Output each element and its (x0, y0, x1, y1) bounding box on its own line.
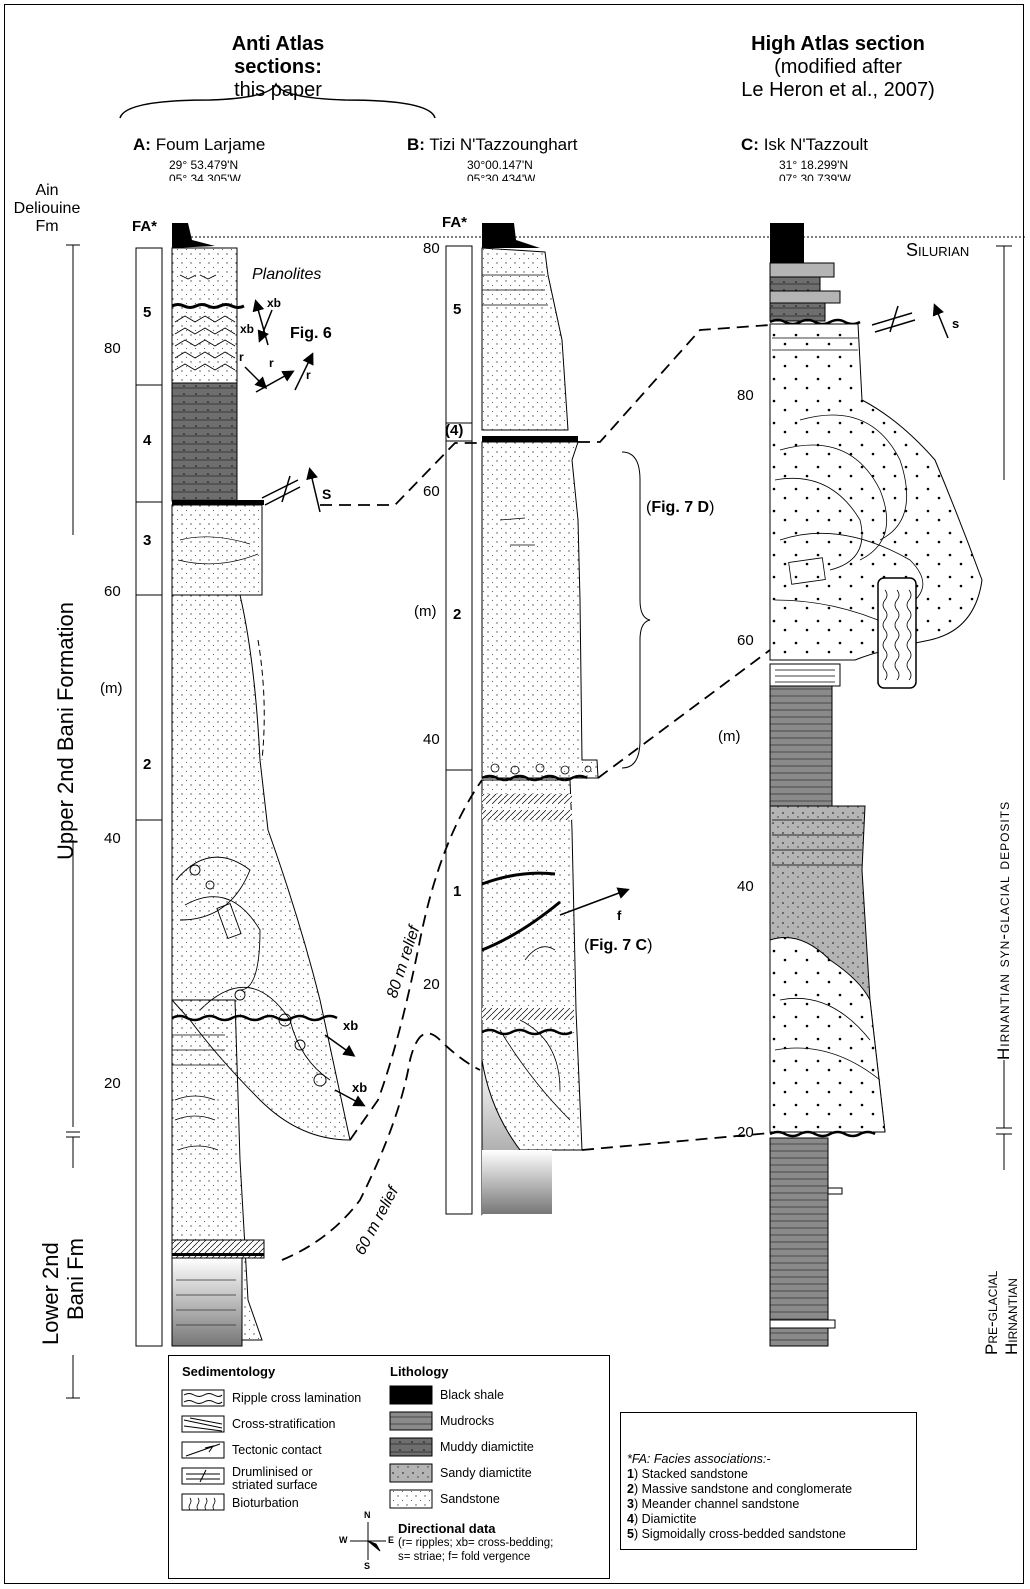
fig7d-label: (Fig. 7 D) (646, 499, 714, 517)
col-c-s-label: s (952, 316, 959, 331)
section-c-lat: 31° 18.299'N (779, 158, 848, 172)
col-b-fa-1: 1 (453, 883, 461, 900)
legend-lith-1: Black shale (440, 1388, 504, 1402)
compass-n: N (364, 1510, 371, 1520)
section-b-lat: 30°00.147'N (467, 158, 533, 172)
col-b-fa-4: (4) (445, 422, 463, 439)
fa-box-item-5: 5) Sigmoidally cross-bedded sandstone (627, 1527, 846, 1541)
legend-sed-2: Cross-stratification (232, 1417, 336, 1431)
preglacial-label-1: Pre-glacial (982, 1271, 1002, 1355)
col-a-r-3: r (306, 368, 311, 382)
col-c-tick-20: 20 (737, 1124, 754, 1141)
section-a-lat: 29° 53.479'N (169, 158, 238, 172)
col-b-fa-label: FA* (442, 214, 467, 231)
col-c-tick-40: 40 (737, 878, 754, 895)
col-a-tick-20: 20 (104, 1075, 121, 1092)
col-b-tick-40: 40 (423, 731, 440, 748)
planolites-label: Planolites (252, 266, 321, 284)
compass-e: E (388, 1535, 394, 1545)
legend-lith-3: Muddy diamictite (440, 1440, 534, 1454)
ain-label-2: Deliouine (14, 200, 81, 218)
col-c-unit: (m) (718, 728, 741, 745)
legend-sedimentology-title: Sedimentology (182, 1364, 275, 1379)
fa-box-item-2: 2) Massive sandstone and conglomerate (627, 1482, 852, 1496)
high-atlas-subtitle-2: Le Heron et al., 2007) (741, 79, 934, 102)
lower-bani-label-1: Lower 2nd (38, 1242, 64, 1345)
legend-sed-1: Ripple cross lamination (232, 1391, 361, 1405)
fa-box-item-1: 1) Stacked sandstone (627, 1467, 748, 1481)
col-a-s-label: S (322, 486, 331, 502)
column-b (446, 223, 650, 1214)
anti-atlas-subtitle: this paper (234, 79, 322, 102)
legend-dir-title: Directional data (398, 1521, 496, 1536)
legend-dir-line-1: (r= ripples; xb= cross-bedding; (398, 1537, 553, 1549)
legend-lith-2: Mudrocks (440, 1414, 494, 1428)
col-c-tick-80: 80 (737, 387, 754, 404)
section-b-lon: 05°30.434'W (467, 172, 535, 181)
upper-bani-label: Upper 2nd Bani Formation (53, 602, 79, 860)
fig7c-label: (Fig. 7 C) (584, 937, 652, 955)
legend-sed-4a: Drumlinised or (232, 1465, 313, 1479)
col-b-unit: (m) (414, 603, 437, 620)
column-c (770, 223, 1012, 1346)
col-b-fa-2: 2 (453, 606, 461, 623)
col-a-xb-4: xb (352, 1080, 367, 1095)
legend-dir-line-2: s= striae; f= fold vergence (398, 1551, 530, 1563)
col-b-tick-60: 60 (423, 483, 440, 500)
fa-box-title: *FA: Facies associations:- (627, 1452, 771, 1466)
compass-s: S (364, 1561, 370, 1571)
ain-label-1: Ain (35, 182, 58, 200)
column-a (136, 223, 363, 1346)
col-a-r-1: r (239, 350, 244, 364)
fig6-label: Fig. 6 (290, 325, 332, 343)
col-a-fa-label: FA* (132, 218, 157, 235)
hirnantian-label: Hirnantian syn-glacial deposits (994, 801, 1014, 1060)
high-atlas-subtitle-1: (modified after (774, 56, 902, 79)
col-a-tick-80: 80 (104, 340, 121, 357)
section-c-name: C: Isk N'Tazzoult (741, 135, 868, 155)
col-a-tick-60: 60 (104, 583, 121, 600)
col-a-fa-5: 5 (143, 304, 151, 321)
fa-box-item-4: 4) Diamictite (627, 1512, 696, 1526)
legend-lithology-title: Lithology (390, 1364, 449, 1379)
section-c-lon: 07° 30.739'W (779, 172, 851, 181)
anti-atlas-title2: sections: (234, 56, 322, 79)
col-c-tick-60: 60 (737, 632, 754, 649)
section-a-name: A: Foum Larjame (133, 135, 265, 155)
col-a-r-2: r (269, 356, 274, 370)
col-a-fa-2: 2 (143, 756, 151, 773)
section-b-name: B: Tizi N'Tazzounghart (407, 135, 578, 155)
col-a-unit: (m) (100, 680, 123, 697)
col-a-fa-3: 3 (143, 532, 151, 549)
col-b-tick-80: 80 (423, 240, 440, 257)
fa-box-item-3: 3) Meander channel sandstone (627, 1497, 799, 1511)
lower-bani-label-2: Bani Fm (63, 1238, 89, 1320)
col-b-f-label: f (617, 908, 621, 923)
compass-w: W (339, 1535, 348, 1545)
anti-atlas-title: Anti Atlas (232, 33, 325, 56)
col-b-fa-5: 5 (453, 301, 461, 318)
silurian-label: Silurian (906, 240, 969, 261)
high-atlas-title: High Atlas section (751, 33, 925, 56)
section-a-lon: 05° 34.305'W (169, 172, 241, 181)
legend-lith-4: Sandy diamictite (440, 1466, 532, 1480)
legend-lith-5: Sandstone (440, 1492, 500, 1506)
legend-sed-4b: striated surface (232, 1478, 317, 1492)
col-a-xb-1: xb (267, 296, 281, 310)
legend-sed-3: Tectonic contact (232, 1443, 322, 1457)
ain-label-3: Fm (35, 218, 58, 236)
col-a-tick-40: 40 (104, 830, 121, 847)
legend-sed-5: Bioturbation (232, 1496, 299, 1510)
col-a-fa-4: 4 (143, 432, 151, 449)
col-b-tick-20: 20 (423, 976, 440, 993)
col-a-xb-3: xb (343, 1018, 358, 1033)
col-a-xb-2: xb (240, 322, 254, 336)
preglacial-label-2: Hirnantian (1002, 1278, 1022, 1355)
